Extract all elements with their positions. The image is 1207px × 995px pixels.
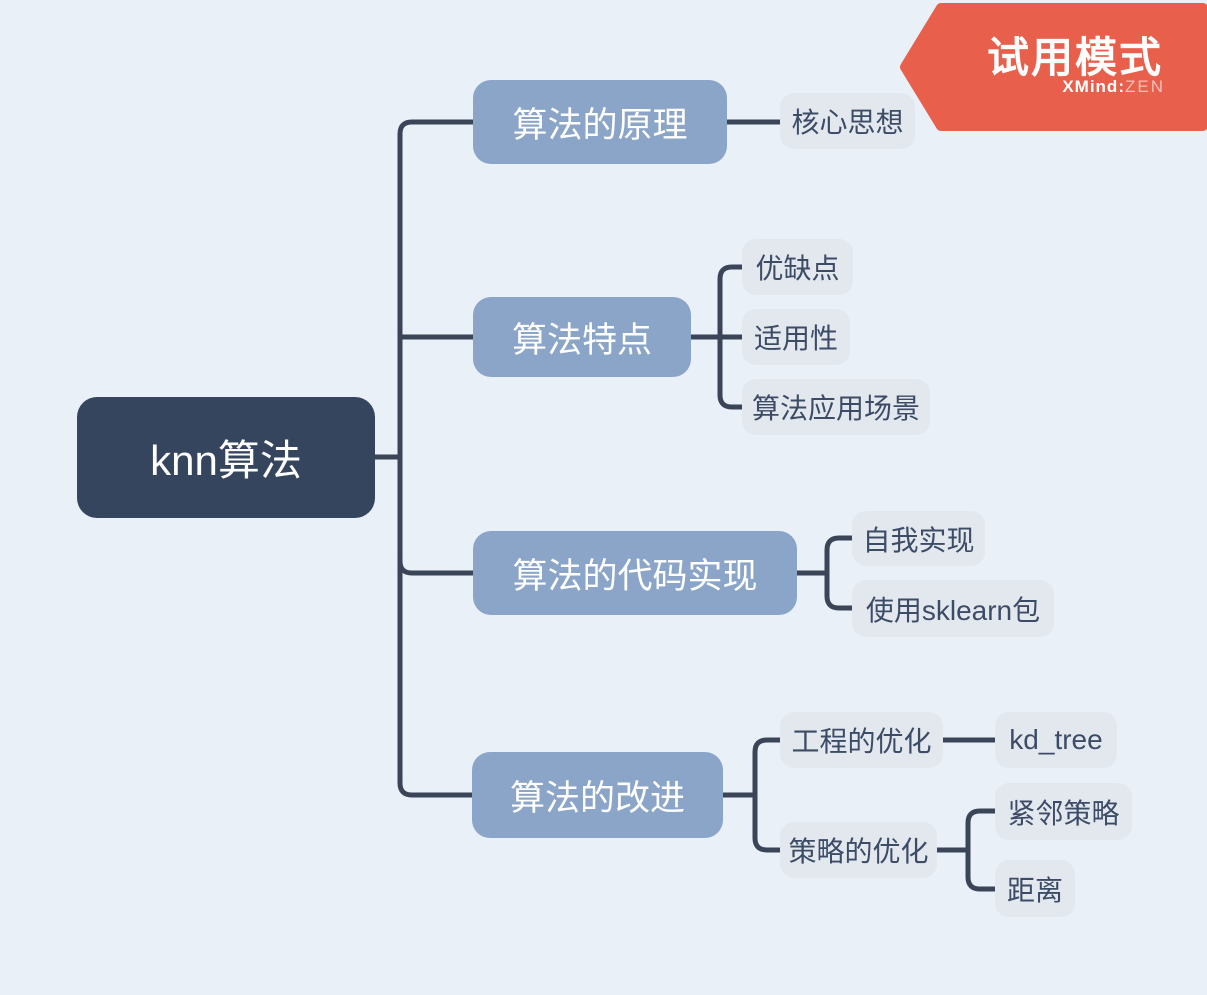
brand-name-light: ZEN [1125, 77, 1165, 96]
xmind-zen-brand: XMind:ZEN [1062, 77, 1165, 97]
node-root-knn[interactable]: knn算法 [77, 397, 375, 518]
brand-name-bold: XMind [1062, 77, 1119, 96]
node-child-sklearn[interactable]: 使用sklearn包 [852, 580, 1054, 637]
node-branch-features[interactable]: 算法特点 [473, 297, 691, 377]
trial-mode-label: 试用模式 [986, 34, 1163, 81]
node-child-distance[interactable]: 距离 [995, 860, 1075, 917]
node-child-kd-tree[interactable]: kd_tree [995, 712, 1117, 768]
brand-separator: : [1118, 77, 1125, 96]
node-child-applicability[interactable]: 适用性 [742, 309, 850, 365]
node-child-engineering-opt[interactable]: 工程的优化 [780, 712, 943, 768]
node-child-neighbor-strategy[interactable]: 紧邻策略 [995, 783, 1132, 840]
trial-mode-banner[interactable]: 试用模式 XMind:ZEN [890, 0, 1207, 140]
node-child-use-cases[interactable]: 算法应用场景 [742, 379, 930, 435]
node-child-self-impl[interactable]: 自我实现 [852, 511, 985, 566]
node-child-pros-cons[interactable]: 优缺点 [742, 239, 853, 295]
node-branch-improvement[interactable]: 算法的改进 [472, 752, 723, 838]
node-child-strategy-opt[interactable]: 策略的优化 [780, 822, 937, 878]
node-child-core-idea[interactable]: 核心思想 [780, 93, 915, 149]
trial-banner-ribbon-icon [900, 3, 1207, 131]
node-branch-principle[interactable]: 算法的原理 [473, 80, 727, 164]
node-branch-code-impl[interactable]: 算法的代码实现 [473, 531, 797, 615]
